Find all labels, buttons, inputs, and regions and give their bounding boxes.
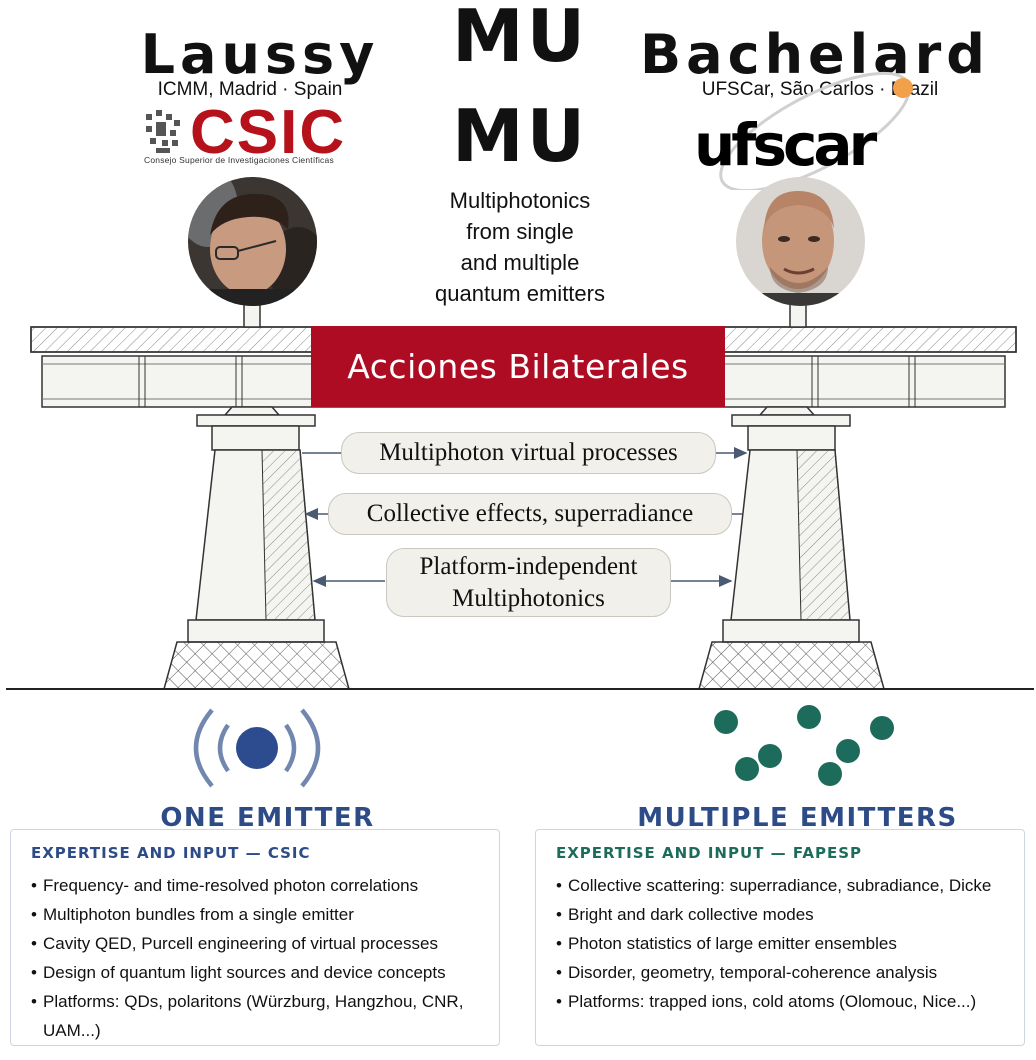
right-name: Bachelard — [640, 23, 990, 86]
laussy-portrait — [188, 177, 317, 306]
mu-bottom: MU — [451, 94, 589, 178]
list-item: Multiphoton bundles from a single emitte… — [31, 900, 479, 929]
csic-expertise-card: EXPERTISE AND INPUT — CSIC Frequency- an… — [10, 829, 500, 1046]
topic-collective-effects: Collective effects, superradiance — [328, 493, 732, 535]
left-pier — [163, 406, 350, 690]
card-list: Frequency- and time-resolved photon corr… — [31, 871, 479, 1045]
list-item: Platforms: trapped ions, cold atoms (Olo… — [556, 987, 1004, 1016]
csic-emblem-icon — [146, 110, 180, 153]
topic-multiphoton-virtual: Multiphoton virtual processes — [341, 432, 716, 474]
topic-platform-independent: Platform-independent Multiphotonics — [386, 548, 671, 617]
right-pier — [698, 406, 885, 690]
list-item: Platforms: QDs, polaritons (Würzburg, Ha… — [31, 987, 479, 1045]
card-list: Collective scattering: superradiance, su… — [556, 871, 1004, 1016]
left-affiliation: ICMM, Madrid · Spain — [157, 79, 343, 100]
list-item: Disorder, geometry, temporal-coherence a… — [556, 958, 1004, 987]
orbit-icon — [719, 71, 913, 190]
list-item: Design of quantum light sources and devi… — [31, 958, 479, 987]
mu-top: MU — [451, 0, 589, 78]
ufscar-wordmark: ufscar — [694, 111, 877, 179]
multiple-emitters-icon — [714, 705, 894, 786]
single-emitter-icon — [193, 708, 321, 788]
bilateral-banner: Acciones Bilaterales — [311, 326, 725, 407]
bachelard-portrait — [736, 177, 865, 306]
list-item: Frequency- and time-resolved photon corr… — [31, 871, 479, 900]
ufscar-logo: ufscar — [690, 70, 940, 190]
left-name: Laussy — [140, 23, 380, 86]
csic-logo: CSIC Consejo Superior de Investigaciones… — [142, 98, 372, 167]
one-emitter-label: ONE EMITTER — [160, 803, 375, 833]
card-heading: EXPERTISE AND INPUT — FAPESP — [556, 844, 863, 862]
list-item: Photon statistics of large emitter ensem… — [556, 929, 1004, 958]
person-icon — [188, 177, 317, 306]
person-icon — [736, 177, 865, 306]
project-subtitle: Multiphotonics from single and multiple … — [435, 188, 605, 306]
card-heading: EXPERTISE AND INPUT — CSIC — [31, 844, 311, 862]
csic-wordmark: CSIC — [190, 98, 347, 167]
list-item: Collective scattering: superradiance, su… — [556, 871, 1004, 900]
multiple-emitters-label: MULTIPLE EMITTERS — [637, 803, 958, 833]
csic-tagline: Consejo Superior de Investigaciones Cien… — [144, 155, 334, 165]
list-item: Bright and dark collective modes — [556, 900, 1004, 929]
list-item: Cavity QED, Purcell engineering of virtu… — [31, 929, 479, 958]
fapesp-expertise-card: EXPERTISE AND INPUT — FAPESP Collective … — [535, 829, 1025, 1046]
